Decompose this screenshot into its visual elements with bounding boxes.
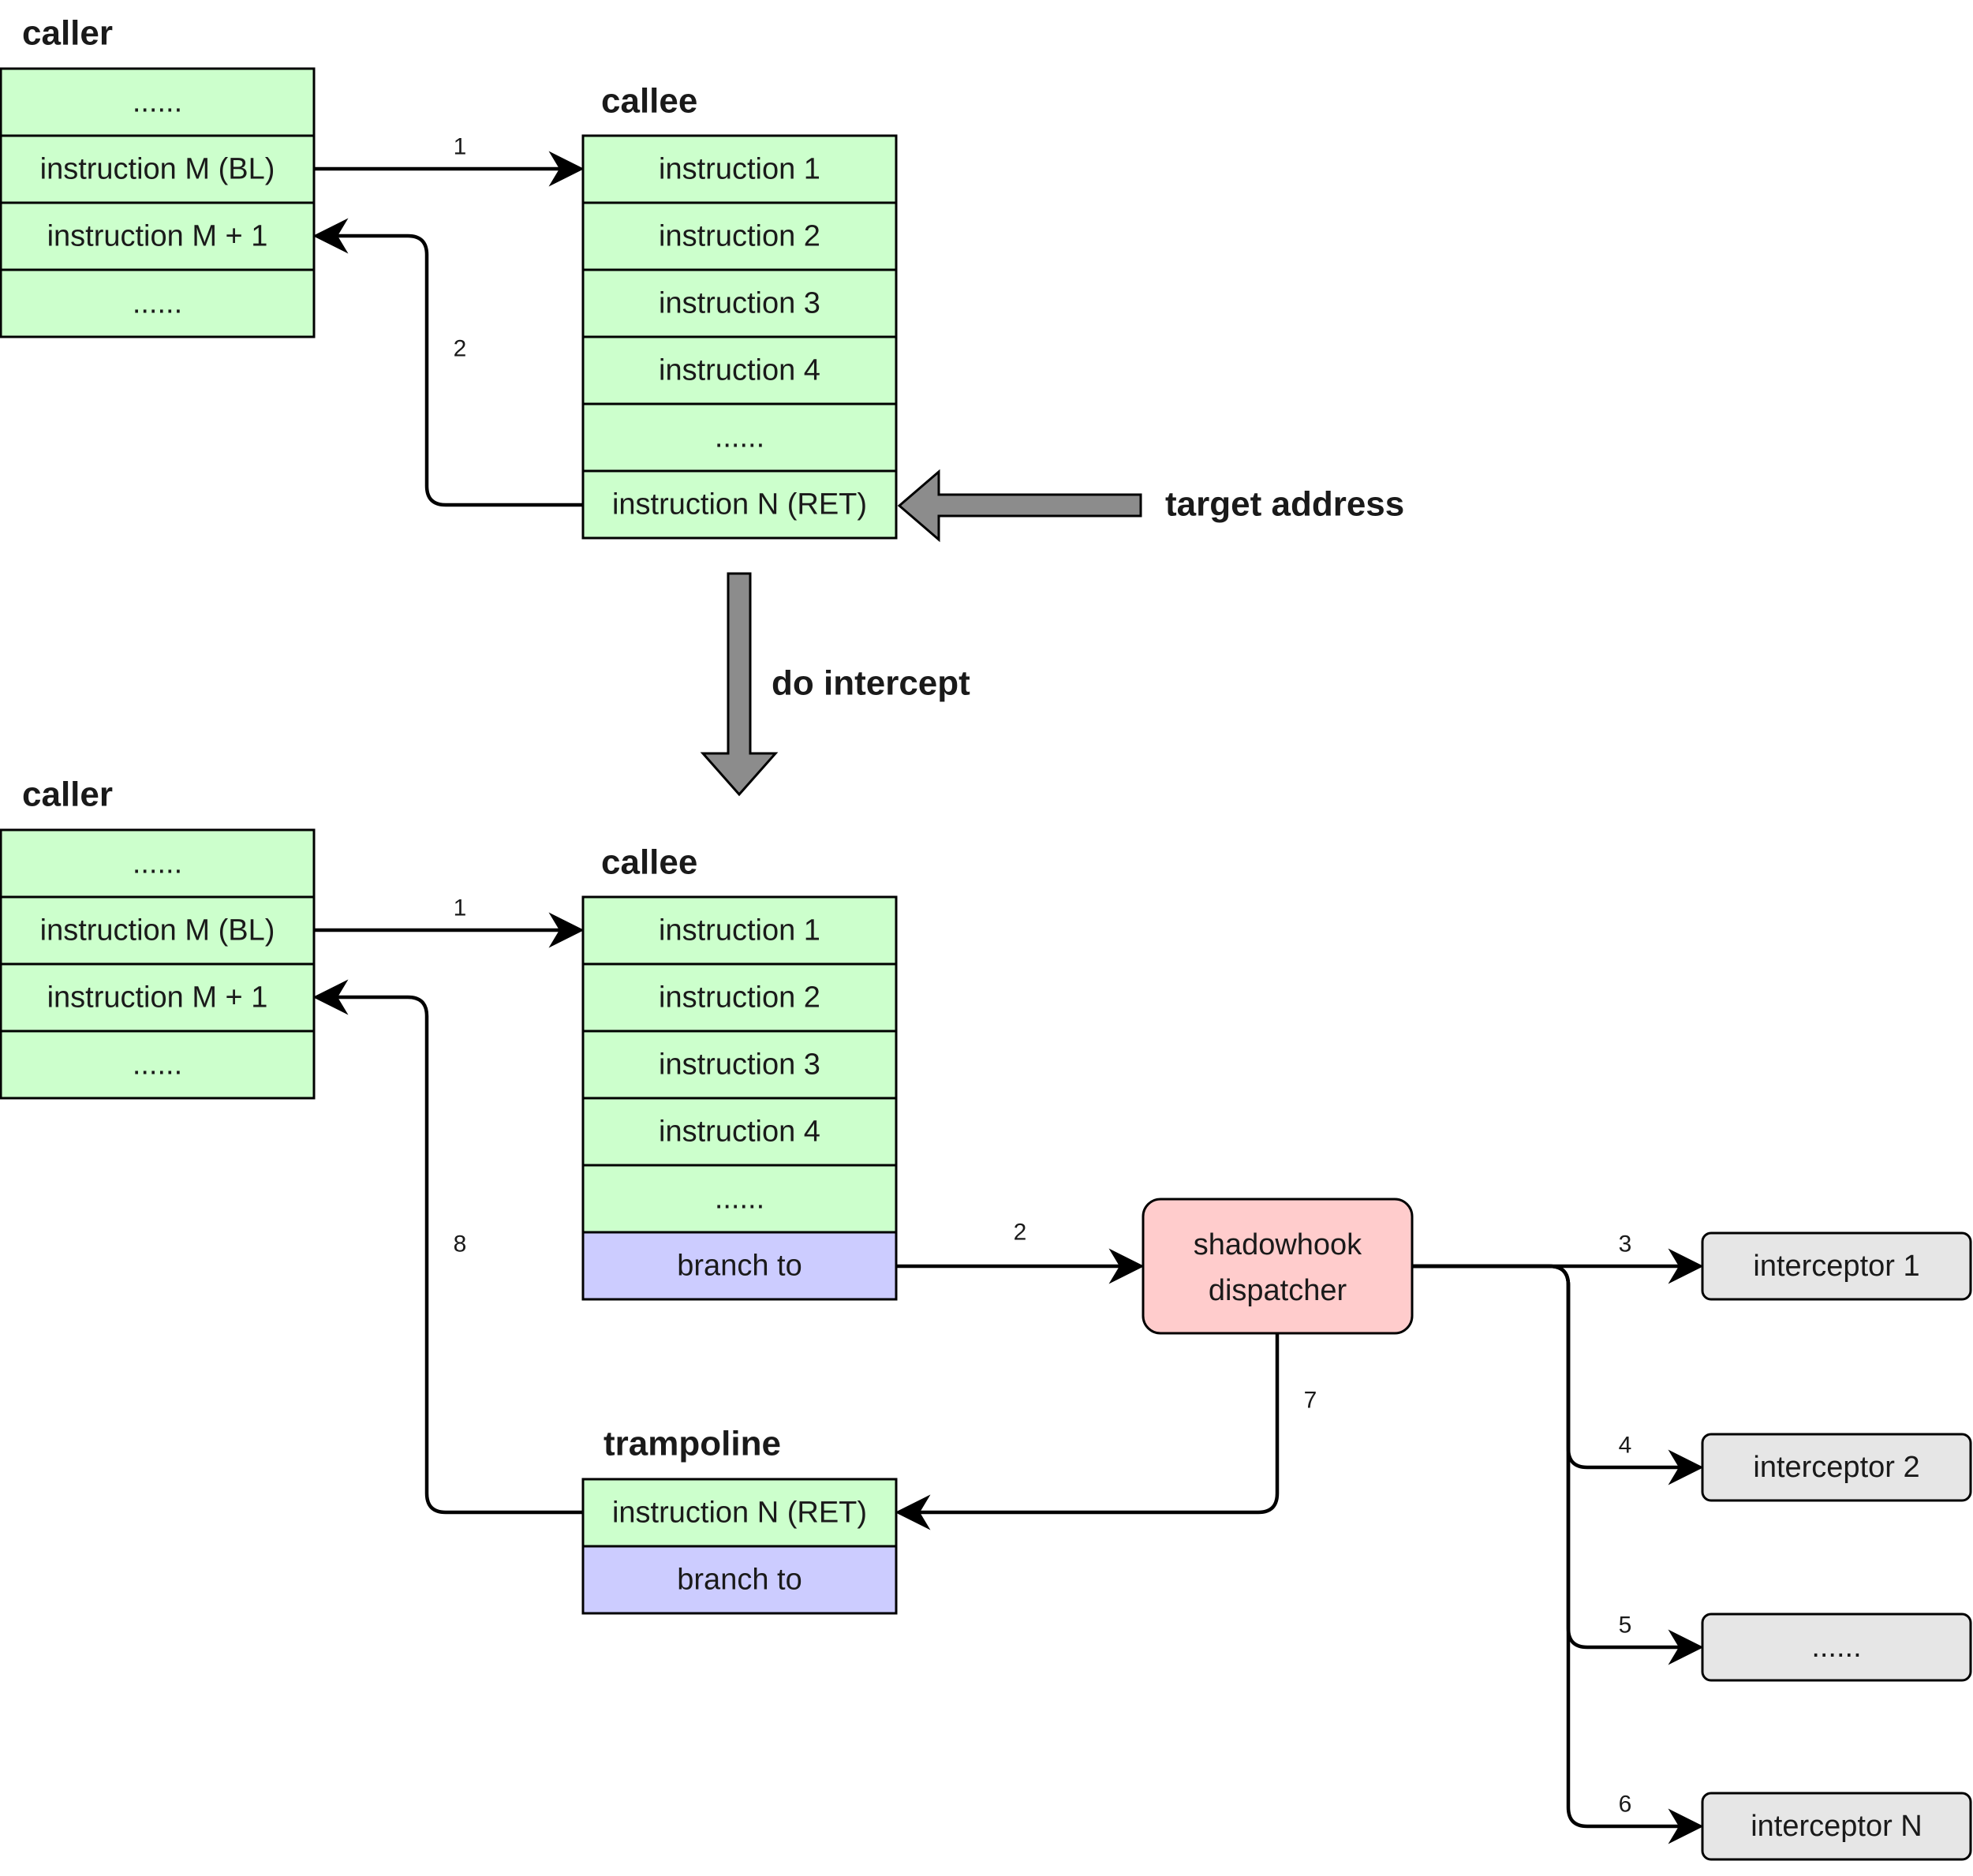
bottom-callee-title: callee [601,843,697,882]
bottom-callee-row-4: ...... [715,1183,764,1216]
top-callee-title: callee [601,82,697,121]
bottom-edge-label-2: 2 [1014,1220,1027,1246]
bottom-caller-row-2: instruction M + 1 [47,981,268,1015]
top-caller-title: caller [22,14,113,53]
bottom-callee-row-1: instruction 2 [659,981,820,1015]
top-caller-row-0: ...... [133,86,182,119]
interceptor-list: interceptor 1 interceptor 2 ...... inter… [1701,1231,1972,1861]
interceptor-3: ...... [1811,1631,1861,1664]
bottom-callee-row-3: instruction 4 [659,1116,820,1149]
trampoline-return-arrow [312,979,583,1515]
top-edge-label-2: 2 [454,336,467,362]
bottom-callee-row-0: instruction 1 [659,914,820,947]
bottom-edge-label-1: 1 [454,895,467,921]
bottom-edge-label-7: 7 [1304,1388,1317,1414]
top-callee-row-3: instruction 4 [659,354,820,387]
top-caller-row-2: instruction M + 1 [47,220,268,253]
top-caller-row-3: ...... [133,287,182,320]
bottom-caller-row-0: ...... [133,847,182,880]
target-address-arrow [897,469,1142,543]
bottom-callee-row-2: instruction 3 [659,1048,820,1082]
top-caller-stack: ...... instruction M (BL) instruction M … [0,67,316,338]
top-callee-row-5: instruction N (RET) [612,488,867,521]
dispatcher-line-2: dispatcher [1209,1274,1347,1307]
do-intercept-arrow [700,572,779,797]
bottom-edge-label-8: 8 [454,1231,467,1258]
trampoline-stack: instruction N (RET) branch to [581,1478,898,1615]
bottom-edge-label-6: 6 [1619,1792,1632,1818]
dispatcher-to-interceptor-3-arrow [1412,1264,1704,1665]
bottom-caller-row-3: ...... [133,1048,182,1082]
trampoline-row-1: branch to [677,1564,802,1597]
bottom-edge-label-4: 4 [1619,1433,1632,1459]
dispatcher-to-interceptor-n-arrow [1412,1264,1704,1844]
bottom-edge-label-3: 3 [1619,1231,1632,1258]
dispatcher-to-interceptor-2-arrow [1412,1264,1704,1485]
bottom-caller-title: caller [22,775,113,814]
top-caller-row-1: instruction M (BL) [40,153,275,186]
top-callee-row-0: instruction 1 [659,153,820,186]
interceptor-n: interceptor N [1751,1810,1923,1843]
bottom-callee-row-5: branch to [677,1250,802,1283]
trampoline-title: trampoline [603,1425,781,1463]
target-address-label: target address [1165,485,1404,524]
bottom-caller-stack: ...... instruction M (BL) instruction M … [0,828,316,1100]
trampoline-row-0: instruction N (RET) [612,1497,867,1530]
bottom-edge-label-5: 5 [1619,1613,1632,1639]
dispatcher-line-1: shadowhook [1194,1228,1362,1261]
interceptor-2: interceptor 2 [1753,1451,1919,1484]
bottom-caller-row-1: instruction M (BL) [40,914,275,947]
top-callee-stack: instruction 1 instruction 2 instruction … [581,134,898,540]
top-callee-row-4: ...... [715,421,764,454]
top-edge-label-1: 1 [454,134,467,160]
shadowhook-dispatcher: shadowhook dispatcher [1142,1198,1414,1335]
top-callee-row-1: instruction 2 [659,220,820,253]
do-intercept-label: do intercept [772,664,970,703]
interceptor-1: interceptor 1 [1753,1250,1919,1283]
bottom-callee-stack: instruction 1 instruction 2 instruction … [581,895,898,1301]
top-return-arrow [312,218,583,507]
top-callee-row-2: instruction 3 [659,287,820,320]
dispatcher-to-trampoline-arrow [895,1333,1280,1530]
